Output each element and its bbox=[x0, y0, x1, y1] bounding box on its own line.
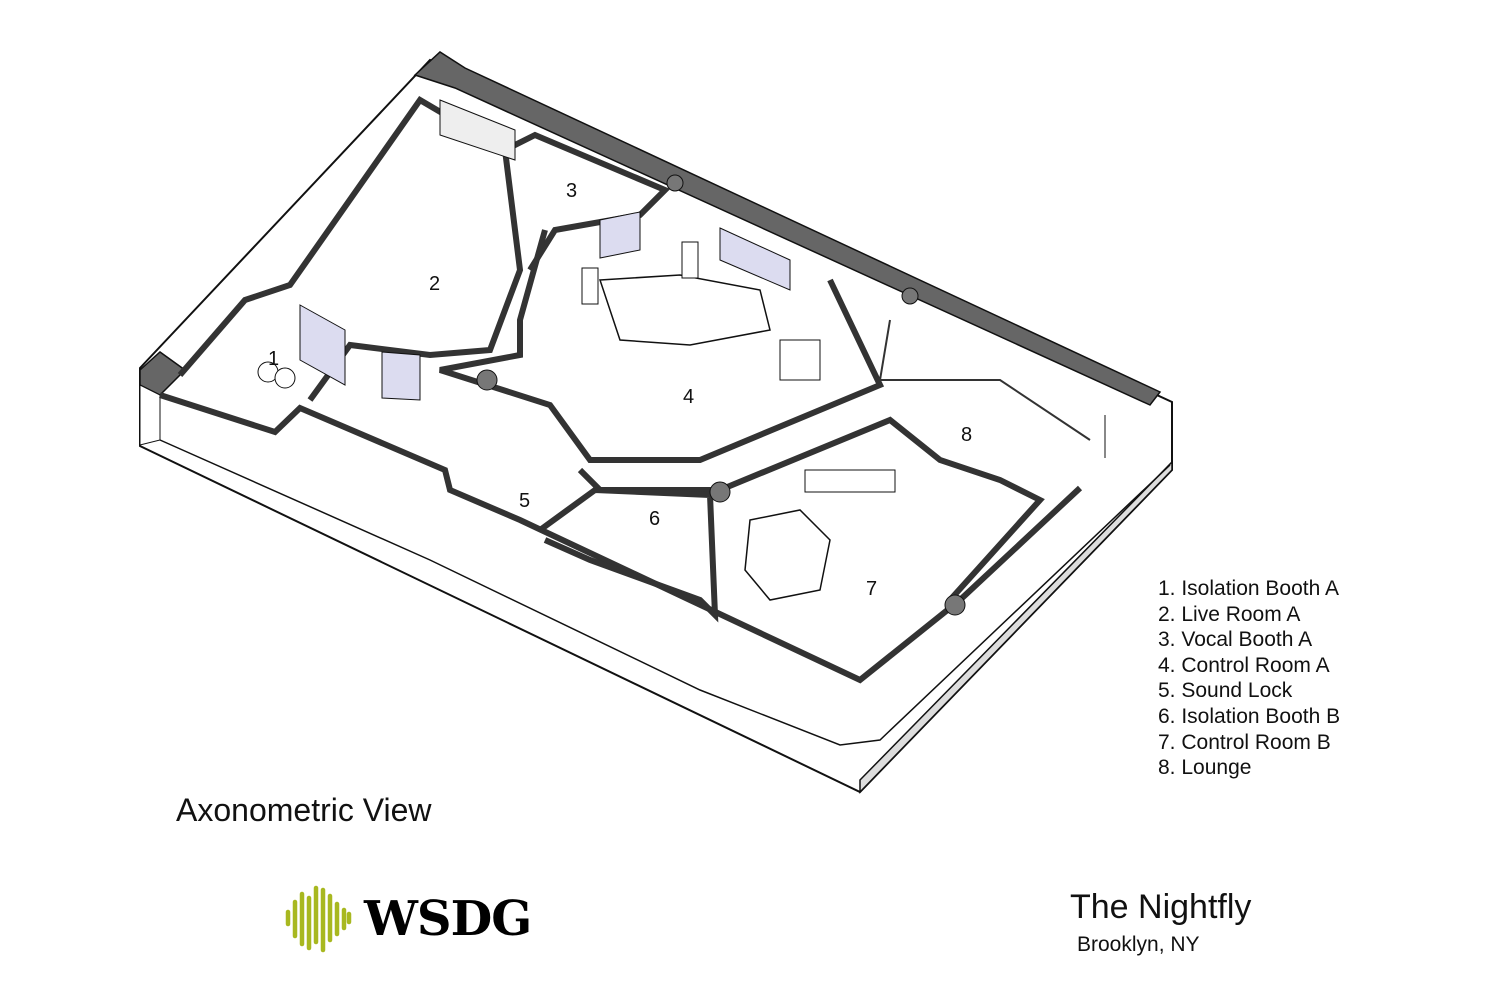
column bbox=[476, 369, 498, 391]
window bbox=[599, 211, 641, 259]
legend-item: 3. Vocal Booth A bbox=[1158, 628, 1313, 652]
room-label-3: 3 bbox=[566, 180, 577, 202]
console-b bbox=[744, 509, 831, 601]
keyboard bbox=[804, 469, 896, 493]
room-label-5: 5 bbox=[519, 490, 530, 512]
outer-wall-west bbox=[139, 351, 187, 396]
wall-vocal-booth bbox=[503, 131, 671, 272]
room-label-8: 8 bbox=[961, 424, 972, 446]
room-label-1: 1 bbox=[268, 348, 279, 370]
column bbox=[944, 594, 966, 616]
slab-edge bbox=[859, 460, 1173, 794]
column bbox=[709, 481, 731, 503]
legend-item: 8. Lounge bbox=[1158, 756, 1252, 780]
waveform-logo-icon bbox=[285, 885, 352, 953]
window bbox=[381, 351, 421, 401]
logo-wordmark: WSDG bbox=[364, 891, 532, 947]
tape-machine bbox=[779, 339, 821, 381]
window bbox=[299, 304, 346, 386]
room-label-4: 4 bbox=[683, 386, 694, 408]
room-label-6: 6 bbox=[649, 508, 660, 530]
drum bbox=[274, 367, 296, 389]
speaker bbox=[681, 241, 699, 279]
outer-wall-north bbox=[413, 51, 1162, 406]
legend-item: 4. Control Room A bbox=[1158, 653, 1330, 677]
speaker bbox=[581, 267, 599, 305]
legend-item: 6. Isolation Booth B bbox=[1158, 704, 1341, 728]
wall-iso-b bbox=[538, 486, 719, 623]
room-legend: 1. Isolation Booth A 2. Live Room A 3. V… bbox=[1158, 576, 1340, 781]
project-name: The Nightfly bbox=[1070, 888, 1252, 926]
project-location: Brooklyn, NY bbox=[1077, 933, 1200, 956]
south-wall bbox=[159, 392, 1083, 684]
legend-item: 1. Isolation Booth A bbox=[1158, 577, 1339, 600]
legend-item: 5. Sound Lock bbox=[1158, 679, 1293, 703]
console-a bbox=[598, 274, 771, 346]
wall-live-room bbox=[177, 96, 524, 402]
view-title: Axonometric View bbox=[176, 792, 432, 828]
column bbox=[901, 287, 919, 305]
room-label-2: 2 bbox=[429, 273, 440, 295]
wall-control-a bbox=[439, 229, 885, 463]
column bbox=[666, 174, 684, 192]
legend-item: 7. Control Room B bbox=[1158, 730, 1331, 754]
wsdg-logo: WSDG bbox=[284, 884, 532, 954]
outer-wall-west-face bbox=[139, 384, 161, 446]
south-wall-base bbox=[159, 439, 1171, 746]
legend-item: 2. Live Room A bbox=[1158, 602, 1301, 626]
window bbox=[719, 227, 791, 291]
room-label-7: 7 bbox=[866, 578, 877, 600]
wall-lounge bbox=[878, 319, 1091, 441]
window bbox=[439, 99, 516, 161]
